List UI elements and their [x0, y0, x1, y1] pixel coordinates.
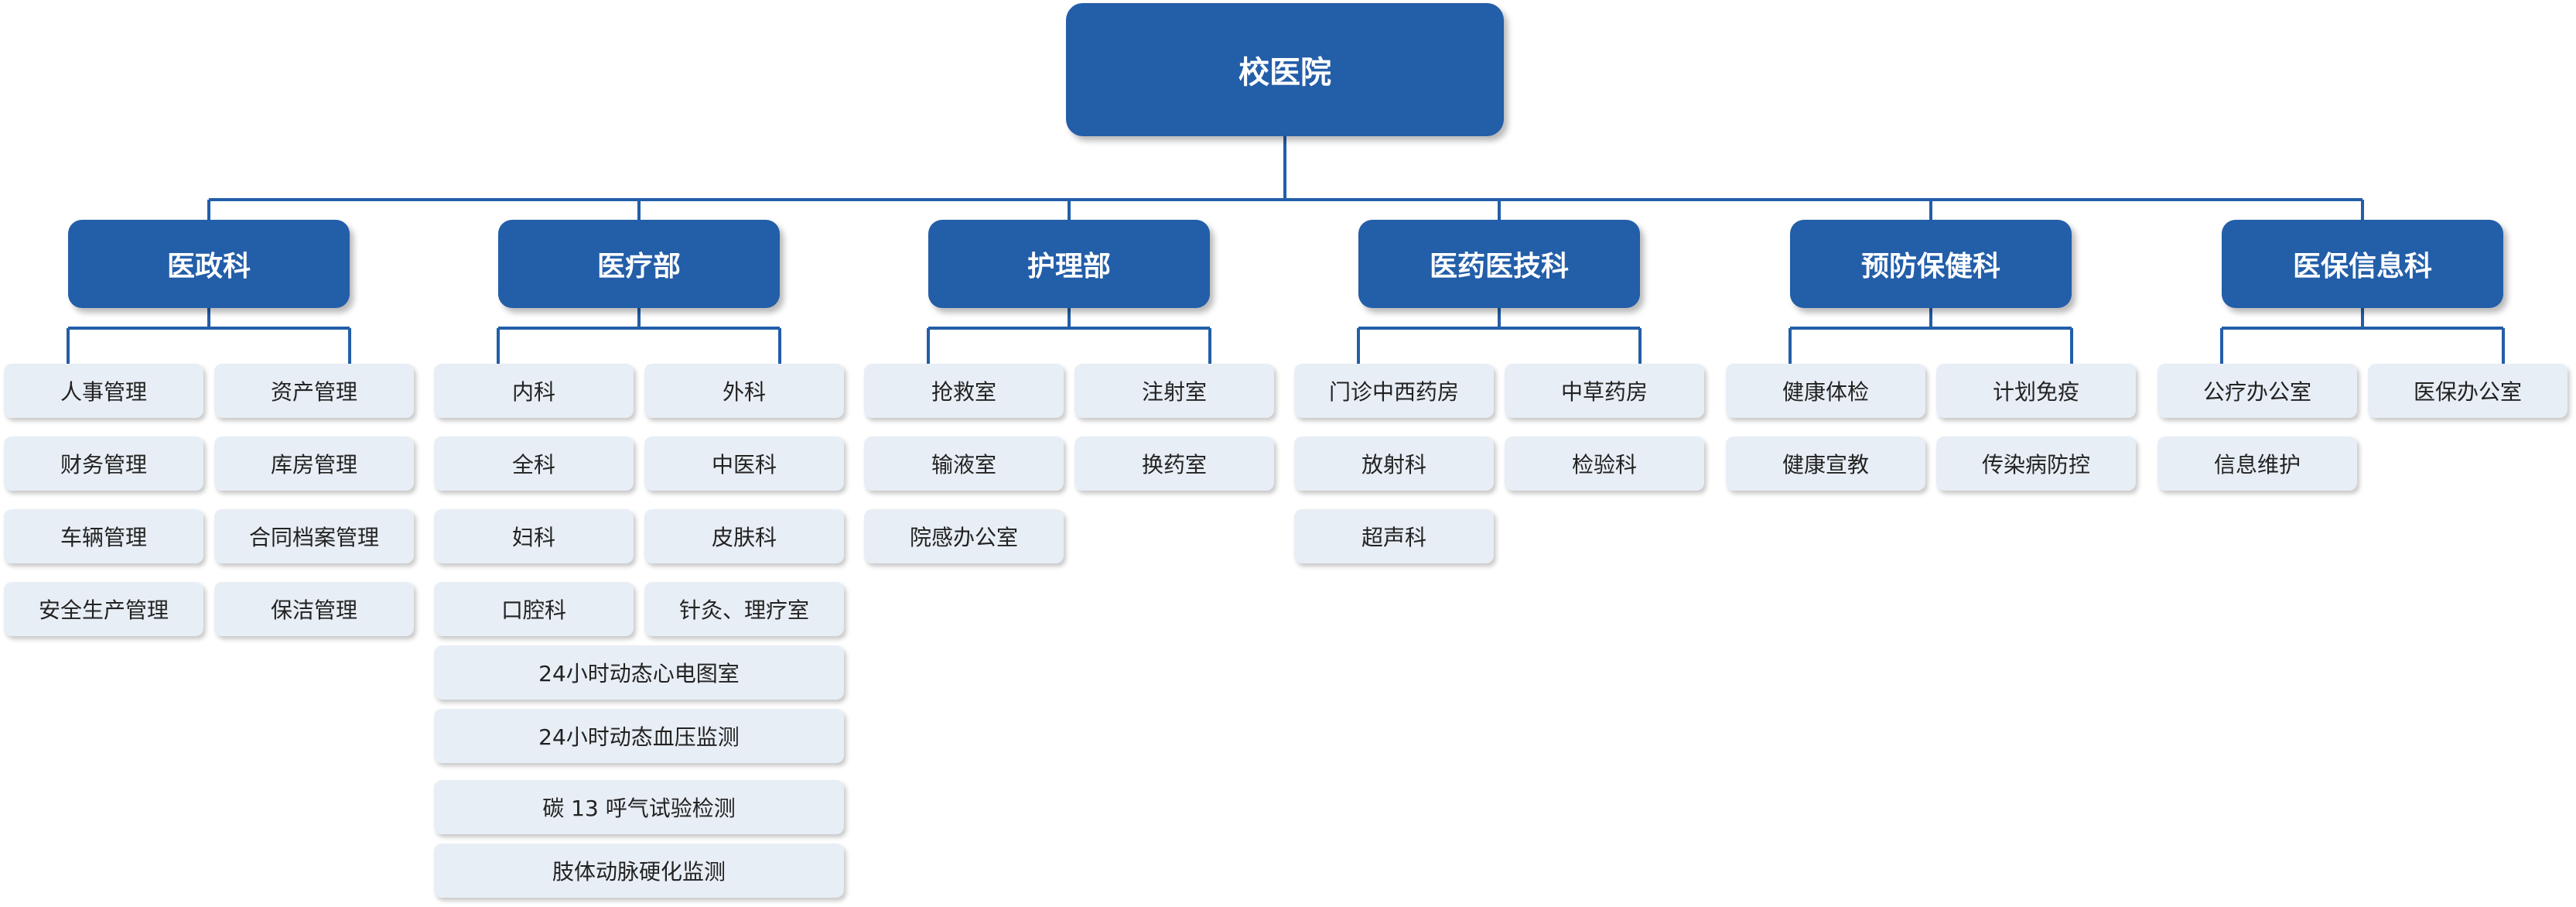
unit-node-box: 财务管理	[4, 436, 203, 491]
unit-node-wide-label: 24小时动态血压监测	[538, 724, 740, 750]
unit-node-label: 输液室	[931, 452, 996, 477]
unit-node-label: 健康体检	[1782, 379, 1869, 405]
department-node-label: 护理部	[1027, 251, 1111, 282]
department-node-label: 预防保健科	[1860, 251, 2000, 282]
unit-node-label: 传染病防控	[1981, 452, 2090, 477]
unit-node-label: 中草药房	[1560, 379, 1648, 405]
unit-node-label: 保洁管理	[270, 597, 357, 623]
department-node-label: 医药医技科	[1429, 251, 1569, 282]
unit-node-label: 人事管理	[60, 379, 147, 405]
unit-node-box: 超声科	[1294, 509, 1494, 563]
unit-node-label: 中医科	[711, 452, 777, 477]
unit-node-box: 皮肤科	[644, 509, 844, 563]
unit-node-label: 健康宣教	[1782, 452, 1869, 477]
unit-node-box: 内科	[434, 364, 634, 418]
department-node-box: 医疗部	[498, 220, 780, 308]
unit-node-box: 医保办公室	[2368, 364, 2567, 418]
unit-node-wide-box: 肢体动脉硬化监测	[434, 844, 844, 898]
unit-node-label: 库房管理	[270, 452, 357, 477]
unit-node-label: 资产管理	[270, 379, 357, 405]
unit-node-box: 合同档案管理	[214, 509, 414, 563]
unit-node-box: 传染病防控	[1936, 436, 2136, 491]
unit-node-box: 中医科	[644, 436, 844, 491]
unit-node-wide-box: 24小时动态心电图室	[434, 645, 844, 700]
unit-node-label: 车辆管理	[60, 525, 147, 550]
unit-node-label: 注射室	[1141, 379, 1207, 405]
unit-node-box: 口腔科	[434, 582, 634, 636]
unit-node-box: 车辆管理	[4, 509, 203, 563]
unit-node-box: 人事管理	[4, 364, 203, 418]
unit-node-label: 口腔科	[501, 597, 566, 623]
unit-node-box: 中草药房	[1505, 364, 1704, 418]
department-node-box: 医政科	[68, 220, 350, 308]
unit-node-label: 全科	[511, 452, 555, 477]
unit-node-label: 信息维护	[2213, 452, 2301, 477]
unit-node-box: 安全生产管理	[4, 582, 203, 636]
unit-node-wide-label: 碳 13 呼气试验检测	[542, 796, 736, 821]
department-node-box: 医药医技科	[1358, 220, 1640, 308]
unit-node-label: 安全生产管理	[38, 597, 169, 623]
department-node-label: 医政科	[166, 251, 251, 282]
department-node-box: 医保信息科	[2222, 220, 2503, 308]
department-node-box: 预防保健科	[1790, 220, 2072, 308]
unit-node-box: 换药室	[1074, 436, 1274, 491]
unit-node-box: 抢救室	[864, 364, 1064, 418]
unit-node-label: 外科	[722, 379, 766, 405]
unit-node-box: 放射科	[1294, 436, 1494, 491]
unit-node-label: 放射科	[1361, 452, 1426, 477]
unit-node-box: 健康宣教	[1726, 436, 1925, 491]
department-node-box: 护理部	[928, 220, 1210, 308]
unit-node-label: 合同档案管理	[248, 525, 379, 550]
unit-node-box: 保洁管理	[214, 582, 414, 636]
unit-node-box: 注射室	[1074, 364, 1274, 418]
unit-node-wide-box: 碳 13 呼气试验检测	[434, 780, 844, 834]
unit-node-label: 皮肤科	[711, 525, 777, 550]
department-node-label: 医疗部	[596, 251, 681, 282]
unit-node-box: 公疗办公室	[2157, 364, 2357, 418]
unit-node-label: 公疗办公室	[2202, 379, 2311, 405]
unit-node-box: 资产管理	[214, 364, 414, 418]
unit-node-label: 计划免疫	[1992, 379, 2079, 405]
unit-node-label: 财务管理	[60, 452, 147, 477]
unit-node-box: 信息维护	[2157, 436, 2357, 491]
unit-node-box: 外科	[644, 364, 844, 418]
unit-node-wide-label: 24小时动态心电图室	[538, 661, 740, 686]
unit-node-box: 门诊中西药房	[1294, 364, 1494, 418]
unit-node-box: 库房管理	[214, 436, 414, 491]
unit-node-label: 妇科	[511, 525, 555, 550]
unit-node-box: 全科	[434, 436, 634, 491]
unit-node-label: 门诊中西药房	[1328, 379, 1459, 405]
department-node-label: 医保信息科	[2292, 251, 2432, 282]
unit-node-wide-box: 24小时动态血压监测	[434, 709, 844, 763]
unit-node-label: 院感办公室	[909, 525, 1018, 550]
unit-node-box: 检验科	[1505, 436, 1704, 491]
unit-node-label: 内科	[511, 379, 555, 405]
unit-node-box: 健康体检	[1726, 364, 1925, 418]
root-node-box: 校医院	[1066, 3, 1504, 136]
unit-node-label: 医保办公室	[2413, 379, 2522, 405]
unit-node-label: 检验科	[1571, 452, 1637, 477]
unit-node-box: 妇科	[434, 509, 634, 563]
unit-node-box: 输液室	[864, 436, 1064, 491]
unit-node-box: 院感办公室	[864, 509, 1064, 563]
unit-node-label: 换药室	[1141, 452, 1207, 477]
unit-node-box: 计划免疫	[1936, 364, 2136, 418]
unit-node-box: 针灸、理疗室	[644, 582, 844, 636]
unit-node-label: 抢救室	[931, 379, 996, 405]
unit-node-label: 针灸、理疗室	[678, 597, 809, 623]
root-node-label: 校医院	[1238, 55, 1331, 91]
unit-node-label: 超声科	[1361, 525, 1426, 550]
unit-node-wide-label: 肢体动脉硬化监测	[552, 859, 726, 885]
